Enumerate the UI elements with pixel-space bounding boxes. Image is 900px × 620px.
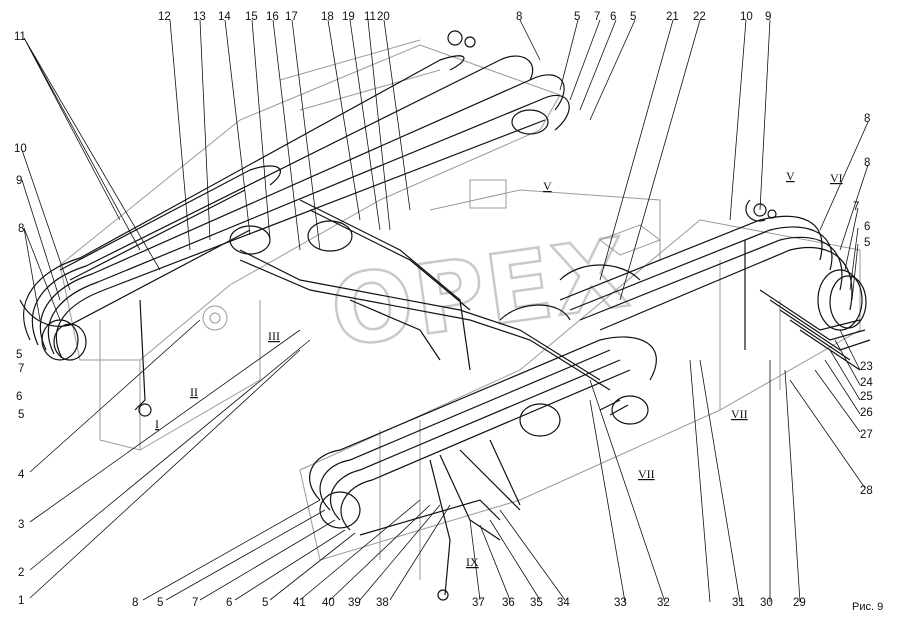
- roman-mark: III: [268, 329, 280, 343]
- leader-lines: [21, 19, 869, 603]
- callout-bottom: 36: [502, 597, 515, 609]
- callout-bottom: 7: [192, 597, 198, 609]
- callout-bottom: 37: [472, 597, 485, 609]
- callout-top: 20: [377, 11, 390, 23]
- callout-right: 5: [864, 237, 870, 249]
- callout-right: 27: [860, 429, 873, 441]
- roman-mark: V: [786, 169, 795, 183]
- callout-bottom: 38: [376, 597, 389, 609]
- callout-top: 19: [342, 11, 355, 23]
- callout-bottom: 8: [132, 597, 138, 609]
- callout-right: 7: [853, 201, 859, 213]
- callout-left: 2: [18, 567, 24, 579]
- roman-mark: VII: [638, 467, 655, 481]
- callout-right: 23: [860, 361, 873, 373]
- callout-top: 10: [740, 11, 753, 23]
- callout-left: 4: [18, 469, 25, 481]
- callout-top: 5: [630, 11, 636, 23]
- callout-top: 15: [245, 11, 258, 23]
- callout-top: 14: [218, 11, 231, 23]
- callout-top: 12: [158, 11, 171, 23]
- callout-bottom: 35: [530, 597, 543, 609]
- callout-left: 11: [14, 31, 26, 43]
- callout-bottom: 41: [293, 597, 306, 609]
- callout-right: 26: [860, 407, 873, 419]
- callout-right: 28: [860, 485, 873, 497]
- callout-left: 5: [18, 409, 24, 421]
- callout-top: 9: [765, 11, 771, 23]
- callout-right: 24: [860, 377, 873, 389]
- roman-mark: I: [155, 417, 159, 431]
- callout-top: 22: [693, 11, 706, 23]
- roman-view-marks: I II III V V VI VII VII IX: [155, 169, 843, 569]
- roman-mark: II: [190, 385, 198, 399]
- callout-bottom: 6: [226, 597, 232, 609]
- callout-right: 8: [864, 113, 870, 125]
- callout-bottom: 33: [614, 597, 627, 609]
- callout-top: 5: [574, 11, 580, 23]
- callout-left: 8: [18, 223, 24, 235]
- callout-top: 11: [364, 11, 376, 23]
- roman-mark: VII: [731, 407, 748, 421]
- roman-mark: VI: [830, 171, 843, 185]
- callout-bottom: 31: [732, 597, 745, 609]
- callouts-right: 8 8 7 6 5 23 24 25 26 27 28: [853, 113, 873, 497]
- roman-mark: V: [543, 179, 552, 193]
- callout-top: 6: [610, 11, 616, 23]
- callout-top: 13: [193, 11, 206, 23]
- callout-left: 9: [16, 175, 22, 187]
- callout-top: 17: [285, 11, 298, 23]
- callout-bottom: 29: [793, 597, 806, 609]
- callouts-left: 11 10 9 8 5 7 6 5 4 3 2 1: [14, 31, 27, 607]
- callout-bottom: 5: [157, 597, 163, 609]
- figure-caption: Рис. 9: [852, 601, 883, 613]
- callout-bottom: 34: [557, 597, 570, 609]
- callout-bottom: 39: [348, 597, 361, 609]
- callout-left: 3: [18, 519, 24, 531]
- callout-left: 6: [16, 391, 22, 403]
- callouts-top: 12 13 14 15 16 17 18 19 11 20 8 5 7 6 5 …: [158, 11, 771, 23]
- callout-top: 16: [266, 11, 279, 23]
- callout-bottom: 32: [657, 597, 670, 609]
- callout-left: 7: [18, 363, 24, 375]
- callout-left: 5: [16, 349, 22, 361]
- callout-bottom: 30: [760, 597, 773, 609]
- machine-frame: [59, 39, 861, 580]
- callout-right: 8: [864, 157, 870, 169]
- callout-bottom: 40: [322, 597, 335, 609]
- callout-left: 1: [18, 595, 24, 607]
- callout-bottom: 5: [262, 597, 268, 609]
- callout-top: 18: [321, 11, 334, 23]
- callout-top: 7: [594, 11, 600, 23]
- callout-right: 6: [864, 221, 870, 233]
- callout-right: 25: [860, 391, 873, 403]
- callouts-bottom: 8 5 7 6 5 41 40 39 38 37 36 35 34 33 32 …: [132, 597, 806, 609]
- roman-mark: IX: [466, 555, 479, 569]
- pipe-network: [19, 30, 871, 601]
- callout-left: 10: [14, 143, 27, 155]
- callout-top: 8: [516, 11, 522, 23]
- callout-top: 21: [666, 11, 679, 23]
